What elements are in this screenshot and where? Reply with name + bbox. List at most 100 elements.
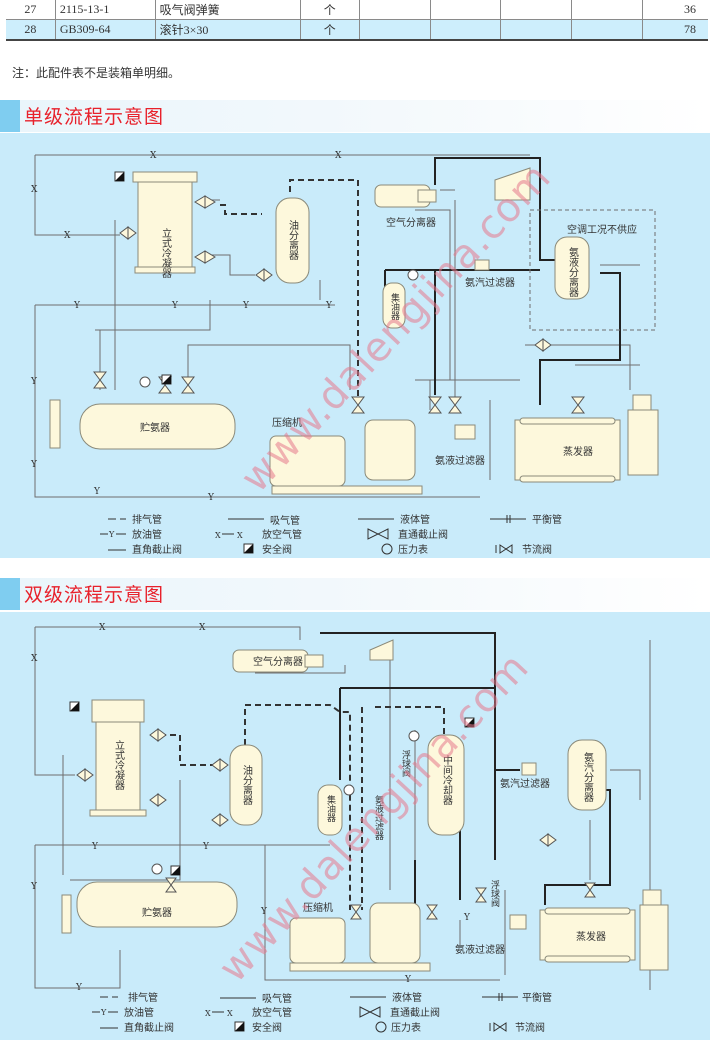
- double-stage-diagram: 空气分离器 立式冷凝器 油分离器 集油器 中间冷却器 浮球阀 氨液过滤器 氨汽过…: [0, 612, 710, 1040]
- vertical-condenser: [137, 181, 193, 268]
- label-receiver: 贮氨器: [142, 906, 172, 919]
- cell-empty: [430, 19, 502, 41]
- oil-separator: [229, 744, 263, 826]
- oil-separator: [275, 197, 310, 284]
- evaporator: [539, 909, 636, 961]
- legend-air-vent: 放空气管: [252, 1006, 292, 1019]
- stop-valve: [165, 877, 177, 893]
- label-ammonia-liquid-filter: 氨液过滤器: [455, 943, 505, 956]
- discharge-pipe: [244, 704, 351, 910]
- safety-valve-group: [114, 171, 172, 385]
- stop-valve: [428, 396, 442, 414]
- stop-valve: [181, 376, 195, 394]
- evaporator-tank: [639, 904, 669, 971]
- label-y: Y: [73, 301, 81, 311]
- legend-pressure-gauge: 压力表: [391, 1021, 421, 1034]
- evaporator-tank: [627, 409, 659, 476]
- label-oil-separator: 油分离器: [287, 219, 299, 261]
- cell-empty: [430, 0, 502, 20]
- table-row: 28 GB309-64 滚针3×30 个 78: [6, 19, 708, 41]
- discharge-pipe: [160, 734, 225, 766]
- cell-code: 2115-13-1: [55, 0, 156, 20]
- label-y: Y: [30, 460, 38, 470]
- legend-double: 排气管 吸气管 液体管 平衡管 Y 放油管 X X 放空气管 直通截止阀 直角截…: [92, 991, 552, 1034]
- legend-discharge: 排气管: [132, 513, 162, 526]
- label-evaporator: 蒸发器: [563, 445, 593, 458]
- pressure-gauge: [139, 376, 151, 388]
- label-x: X: [31, 654, 38, 664]
- label-air-separator: 空气分离器: [253, 655, 303, 668]
- stop-valve: [571, 396, 585, 414]
- label-y: Y: [202, 842, 210, 852]
- air-vent-pipe: [35, 626, 301, 640]
- stop-valve: [194, 195, 216, 209]
- stop-valve: [539, 833, 557, 847]
- stop-valve: [149, 728, 167, 742]
- label-y: Y: [260, 907, 268, 917]
- cell-code: GB309-64: [55, 19, 156, 41]
- label-air-separator: 空气分离器: [386, 216, 436, 229]
- stop-valve: [475, 887, 487, 903]
- receiver: [79, 403, 236, 450]
- label-receiver: 贮氨器: [140, 421, 170, 434]
- label-y: Y: [404, 975, 412, 985]
- label-y: Y: [171, 301, 179, 311]
- cell-no: 28: [6, 19, 56, 41]
- label-x: X: [335, 151, 342, 161]
- label-y: Y: [30, 377, 38, 387]
- svg-text:Y: Y: [100, 1008, 107, 1017]
- label-x: X: [199, 623, 206, 633]
- discharge-pipe: [220, 204, 262, 215]
- section-title-text: 单级流程示意图: [24, 106, 165, 128]
- label-y: Y: [75, 983, 83, 993]
- title-accent-tab: [0, 578, 20, 610]
- legend-pressure-gauge: 压力表: [398, 543, 428, 556]
- legend-liquid: 液体管: [392, 991, 422, 1004]
- suction-pipe: [434, 157, 565, 261]
- legend-throttle-valve: 节流阀: [522, 543, 552, 556]
- water-tank: [369, 639, 394, 661]
- cell-qty: 36: [642, 0, 708, 20]
- legend-straight-valve: 直通截止阀: [398, 528, 448, 541]
- label-ammonia-liquid-filter-v: 氨液过滤器: [373, 794, 384, 840]
- pressure-gauge: [407, 269, 419, 281]
- oil-collector: [317, 784, 343, 836]
- stop-valve: [351, 396, 365, 414]
- label-y: Y: [242, 301, 250, 311]
- svg-text:Y: Y: [108, 530, 115, 539]
- cell-empty: [571, 0, 643, 20]
- ammonia-gas-filter: [521, 762, 537, 776]
- stop-valve: [93, 371, 107, 389]
- svg-text:X: X: [205, 1009, 211, 1018]
- title-accent-tab: [0, 100, 20, 132]
- legend-liquid: 液体管: [400, 513, 430, 526]
- cell-name: 吸气阀弹簧: [155, 0, 301, 20]
- stop-valve: [255, 268, 273, 282]
- cell-empty: [500, 0, 573, 20]
- label-oil-collector: 集油器: [389, 292, 400, 320]
- single-stage-svg: 立式冷凝器 油分离器 空气分离器 集油器 氨汽过滤器 空调工况不供应 氨液分离器…: [30, 151, 659, 556]
- label-y: Y: [325, 301, 333, 311]
- legend-angle-valve: 直角截止阀: [132, 543, 182, 556]
- oil-collector: [382, 282, 406, 329]
- label-compressor: 压缩机: [272, 416, 302, 429]
- legend-throttle-valve: 节流阀: [515, 1021, 545, 1034]
- cell-name: 滚针3×30: [155, 19, 301, 41]
- safety-valve-group: [69, 701, 475, 876]
- pressure-gauge: [343, 784, 355, 796]
- label-intercooler: 中间冷却器: [441, 754, 453, 806]
- label-ammonia-liquid-filter: 氨液过滤器: [435, 454, 485, 467]
- stop-valve: [211, 813, 229, 827]
- cell-unit: 个: [300, 0, 360, 20]
- pressure-gauge: [408, 730, 420, 742]
- label-oil-separator: 油分离器: [241, 764, 253, 806]
- label-x: X: [99, 623, 106, 633]
- legend-air-vent: 放空气管: [262, 528, 302, 541]
- legend-balance: 平衡管: [532, 513, 562, 526]
- ammonia-gas-separator: [567, 739, 607, 811]
- label-ac-note: 空调工况不供应: [567, 223, 637, 236]
- vertical-condenser: [95, 721, 141, 811]
- label-y: Y: [91, 842, 99, 852]
- legend-balance: 平衡管: [522, 991, 552, 1004]
- single-stage-diagram: 立式冷凝器 油分离器 空气分离器 集油器 氨汽过滤器 空调工况不供应 氨液分离器…: [0, 133, 710, 558]
